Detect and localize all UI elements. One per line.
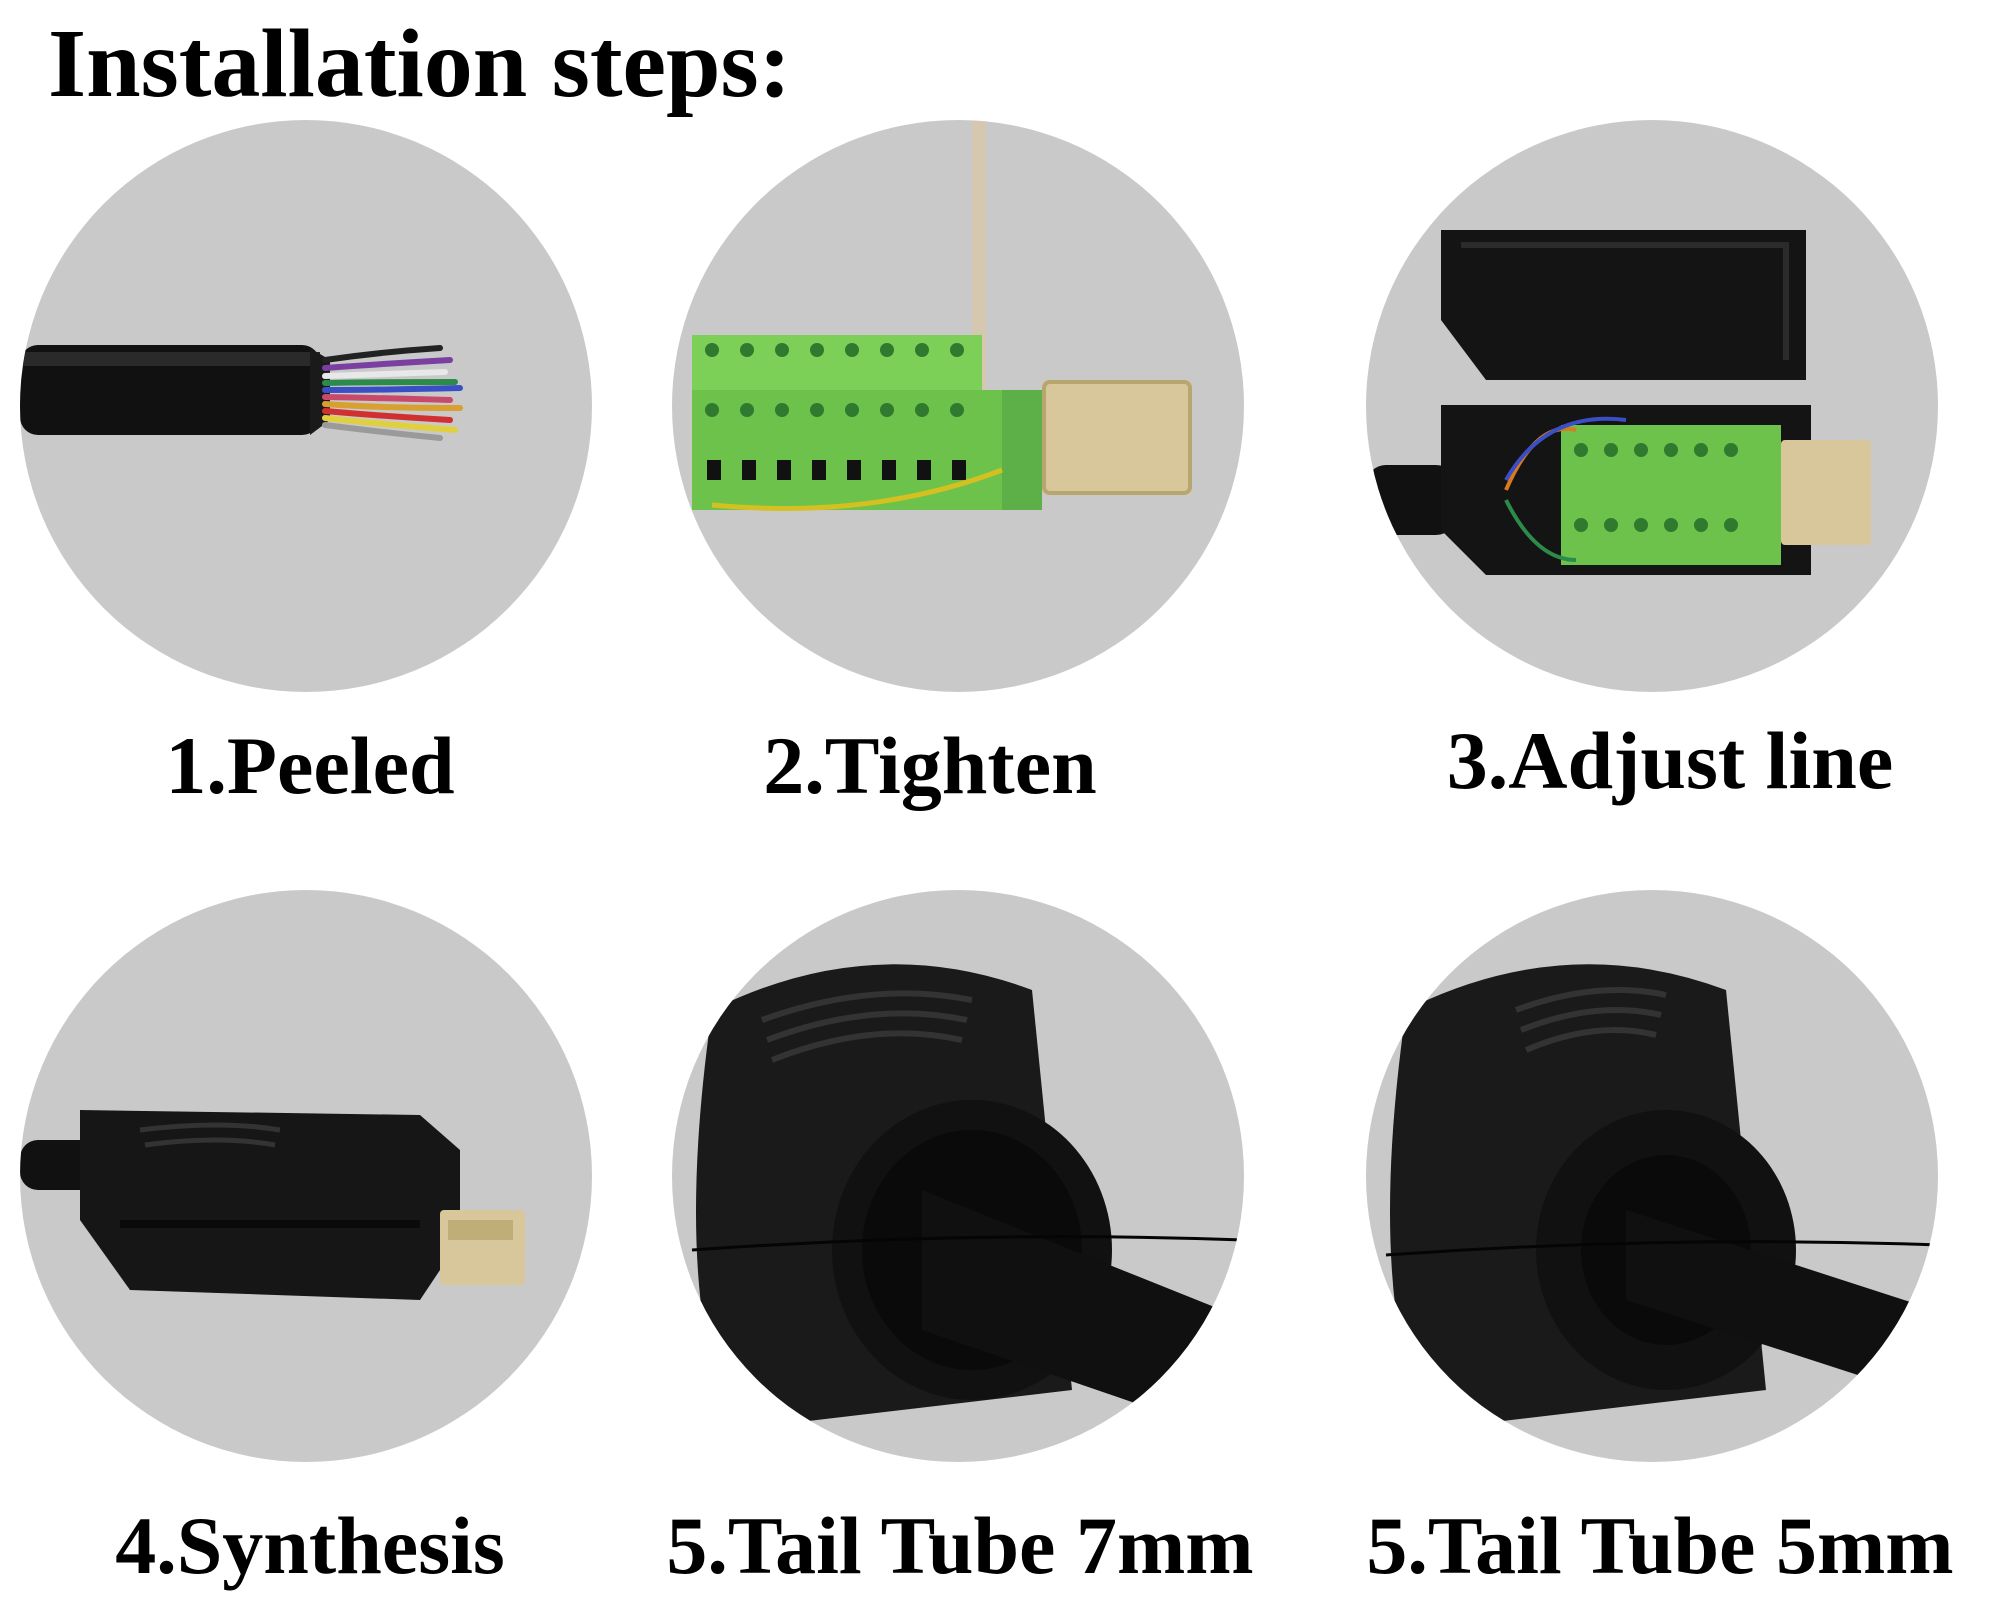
step-5-tail-tube-5mm-image [1366, 890, 1938, 1462]
step-2-label: 2.Tighten [763, 720, 1097, 811]
tail-tube-5mm-illustration [1385, 964, 1938, 1430]
page-title: Installation steps: [48, 10, 792, 118]
step-1-label: 1.Peeled [165, 720, 455, 811]
assembled-connector-illustration [20, 1110, 525, 1300]
open-shell-illustration [1366, 230, 1871, 575]
tail-tube-7mm-illustration [691, 964, 1244, 1441]
step-3-image [1366, 120, 1938, 692]
step-5-7mm-label: 5.Tail Tube 7mm [666, 1500, 1254, 1591]
step-4-image [20, 890, 592, 1462]
step-3-label: 3.Adjust line [1446, 715, 1894, 806]
peeled-cable-illustration [20, 345, 463, 441]
step-4-label: 4.Synthesis [115, 1500, 505, 1591]
step-5-tail-tube-7mm-image [672, 890, 1244, 1462]
terminal-board-illustration [692, 120, 1192, 511]
step-5-5mm-label: 5.Tail Tube 5mm [1366, 1500, 1954, 1591]
step-2-image [672, 120, 1244, 692]
step-1-image [20, 120, 592, 692]
